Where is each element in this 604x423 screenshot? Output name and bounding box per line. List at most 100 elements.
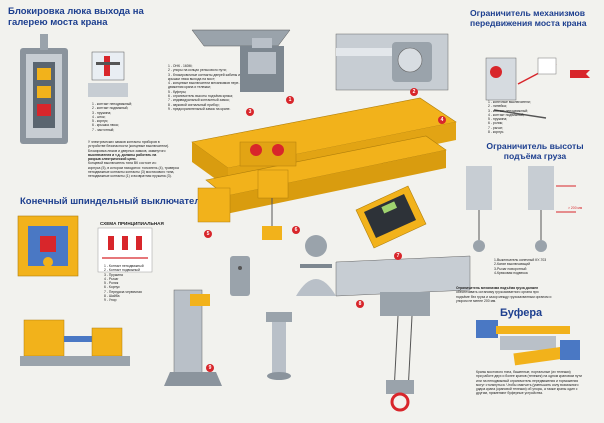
crane-legend-item: 1 - ОНК - 160М; bbox=[168, 64, 193, 68]
lift-limiter-heading: Ограничитель высоты подъёма груза bbox=[486, 141, 584, 161]
spindle-legend-item: 8 - Шайба bbox=[104, 294, 120, 299]
hatch-note-line: Блокировка люков и дверных замков, замкн… bbox=[88, 148, 166, 153]
buffer-note: Краны мостового типа, башенные, портальн… bbox=[476, 370, 582, 396]
bridge-legend-item: 2 - линейка; bbox=[488, 104, 507, 109]
hatch-note: У электрических замков контакты приборов… bbox=[88, 140, 179, 179]
spindle-scheme-heading: СХЕМА ПРИНЦИПИАЛЬНАЯ bbox=[100, 221, 164, 226]
crane-legend-item: 9 - предохранительный замок на кране. bbox=[168, 106, 231, 111]
buffers-heading: Буфера bbox=[500, 307, 543, 319]
bridge-legend-item: 7 - рычаг; bbox=[488, 125, 504, 130]
hatch-legend-item: 2 - контакт подвижный; bbox=[92, 106, 129, 111]
lift-limiter-device bbox=[466, 166, 576, 252]
bridge-legend-item: 5 - пружина; bbox=[488, 117, 508, 122]
spindle-switch-heading: Конечный шпиндельный выключатель bbox=[20, 196, 207, 207]
bridge-legend-item: 6 - ролик; bbox=[488, 121, 503, 126]
spindle-switch-device bbox=[17, 215, 79, 277]
post-lamp bbox=[266, 312, 292, 380]
marker-1: 1 bbox=[286, 96, 294, 104]
hatch-note-line: устройстве безопасности (концевые выключ… bbox=[88, 144, 170, 149]
crane-legend-item: 6 - ограничитель высоты подъёма крюка; bbox=[168, 94, 233, 99]
rail-buffer-stop bbox=[335, 33, 449, 91]
marker-5: 5 bbox=[204, 230, 212, 238]
buffer-note-line: при работе двух и более кранов (тележек)… bbox=[476, 374, 582, 379]
bridge-legend: 1 - конечные выключатели; 2 - линейка; 3… bbox=[488, 100, 531, 134]
spindle-legend-item: 3 - Пружина bbox=[104, 272, 123, 277]
bridge-legend-item: 3 - контакт неподвижный; bbox=[488, 108, 529, 113]
marker-6: 6 bbox=[292, 226, 300, 234]
spindle-legend-item: 1 - Контакт неподвижный bbox=[104, 264, 144, 268]
lift-note: Ограничитель механизма подъёма груза дол… bbox=[456, 286, 551, 303]
bridge-limiter-heading: Ограничитель механизмов передвижения мос… bbox=[470, 8, 587, 28]
hatch-note-line: У электрических замков контакты приборов… bbox=[88, 140, 160, 144]
buffer-devices bbox=[476, 320, 580, 366]
hatch-note-line: неподвижные контакты (1) и возвратная пр… bbox=[88, 174, 172, 179]
spindle-legend-item: 6 - Корпус bbox=[104, 285, 120, 290]
lift-note-line: подъёме без груза и зазор между грузозах… bbox=[456, 294, 552, 299]
hatch-lock-heading: Блокировка люка выхода на галерею моста … bbox=[8, 6, 144, 28]
crane-legend-item: 7 - индивидуальный контактный замок; bbox=[168, 98, 230, 103]
hatch-contacts-diagram bbox=[88, 51, 128, 97]
crane-legend-item: 3 - блокировочные контакты дверей кабины… bbox=[168, 72, 241, 77]
hatch-legend-item: 5 - корпус; bbox=[92, 119, 109, 124]
hatch-note-line: Концевой выключатель типа ВК состоит из: bbox=[88, 161, 157, 166]
alarm-bell bbox=[296, 235, 336, 296]
spindle-scheme bbox=[97, 227, 153, 273]
crane-legend-item: движения крана и тележки; bbox=[168, 85, 211, 90]
lift-hoist bbox=[335, 255, 471, 412]
rail-stop bbox=[191, 29, 291, 92]
spindle-legend-item: 7 - Передача червячная bbox=[104, 289, 142, 294]
spindle-legend-item: 5 - Ролик bbox=[104, 281, 119, 286]
lift-legend-item: 3-Рычаг поворотный bbox=[494, 266, 527, 271]
bridge-legend-item: 8 - корпус. bbox=[488, 130, 505, 135]
spindle-legend-item: 9 - Упор bbox=[104, 298, 117, 303]
hatch-legend: 1 - контакт неподвижный; 2 - контакт под… bbox=[92, 102, 132, 132]
spindle-legend-item: 4 - Рычаг bbox=[104, 276, 119, 281]
crane-legend-item: 2 - упоры на концах рельсового пути; bbox=[168, 68, 227, 73]
crane-legend: 1 - ОНК - 160М; 2 - упоры на концах рель… bbox=[168, 64, 240, 111]
lift-note-line: упором не менее 200 мм. bbox=[456, 298, 497, 303]
hatch-note-line: выключателя и т.д. должны работать на bbox=[88, 152, 157, 157]
crane-legend-item: 4 - концевые выключатели механизмов пере… bbox=[168, 81, 240, 86]
lift-dimension: > 200 мм bbox=[568, 206, 583, 210]
lift-legend-item: 4-Крюковая подвеска bbox=[494, 270, 528, 275]
buffer-note-line: могут столкнуться. Чтобы смягчить (умень… bbox=[476, 382, 579, 387]
spindle-legend-item: 2 - Контакт подвижный bbox=[104, 268, 140, 273]
hatch-lock-device bbox=[20, 34, 68, 144]
spindle-legend: 1 - Контакт неподвижный 2 - Контакт подв… bbox=[104, 264, 144, 303]
bridge-legend-item: 1 - конечные выключатели; bbox=[488, 100, 531, 104]
bridge-limiter-device bbox=[485, 57, 590, 119]
lift-note-line: Ограничитель механизма подъёма груза дол… bbox=[456, 286, 539, 290]
hatch-note-line: разрыв электрической цепи. bbox=[88, 157, 137, 162]
marker-9: 9 bbox=[206, 364, 214, 372]
marker-4: 4 bbox=[438, 116, 446, 124]
marker-2: 2 bbox=[410, 88, 418, 96]
crane-legend-item: 8 - звуковой сигнальный прибор; bbox=[168, 102, 220, 107]
buffer-note-line: или на неподвижный ограничитель передвиж… bbox=[476, 378, 579, 383]
crane-legend-item: 5 - буферы; bbox=[168, 89, 187, 94]
lift-legend-item: 2-Канат выключающий bbox=[494, 262, 531, 267]
contact-box bbox=[230, 256, 250, 296]
lift-legend: 1-Выключатель конечный КУ-703 2-Канат вы… bbox=[494, 258, 546, 275]
crane-legend-item: крышки люка выхода на мост; bbox=[168, 76, 216, 81]
lift-note-line: обеспечивать остановку грузозахватного о… bbox=[456, 290, 539, 295]
spindle-housing bbox=[164, 289, 222, 386]
hatch-legend-item: 3 - пружина; bbox=[92, 110, 112, 115]
hatch-legend-item: 4 - шток; bbox=[92, 114, 106, 119]
hatch-legend-item: 1 - контакт неподвижный; bbox=[92, 102, 133, 106]
bridge-legend-item: 4 - контакт подвижный; bbox=[488, 112, 525, 117]
hatch-legend-item: 6 - крышка люка; bbox=[92, 123, 119, 128]
hatch-legend-item: 7 - частотный; bbox=[92, 127, 115, 132]
buffer-note-line: другим, применяют буферные устройства. bbox=[476, 391, 544, 396]
spindle-mount bbox=[20, 319, 130, 366]
lift-legend-item: 1-Выключатель конечный КУ-703 bbox=[494, 258, 547, 262]
load-limiter-console bbox=[355, 185, 427, 249]
marker-7: 7 bbox=[394, 252, 402, 260]
marker-3: 3 bbox=[246, 108, 254, 116]
overhead-crane bbox=[191, 97, 457, 240]
marker-8: 8 bbox=[356, 300, 364, 308]
hatch-note-line: неподвижные контакты контакты (3) мостик… bbox=[88, 170, 175, 175]
hatch-note-line: корпуса (5), в котором находятся: толкат… bbox=[88, 165, 179, 170]
buffer-note-line: удара крана (крановой тележки) об упоры,… bbox=[476, 387, 578, 392]
